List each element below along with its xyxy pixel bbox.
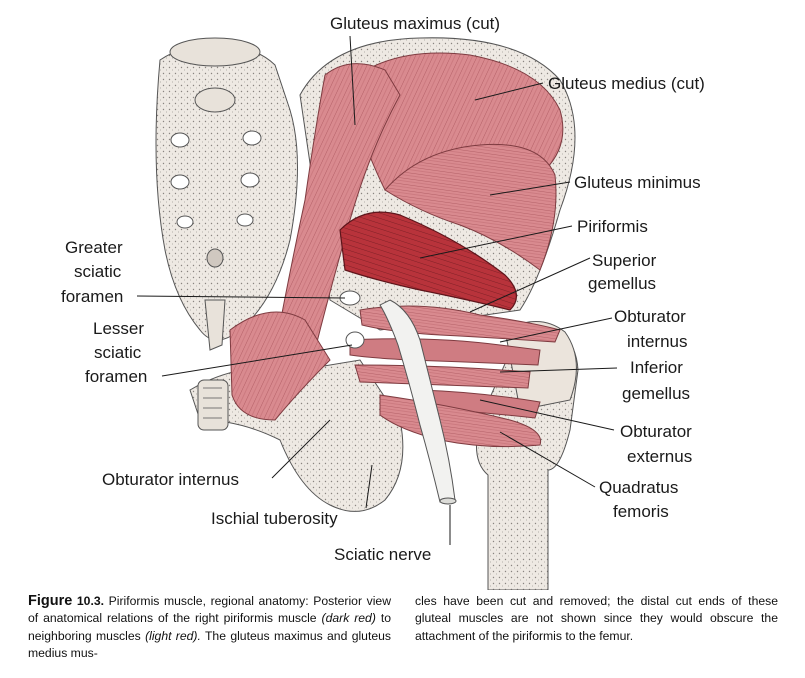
label-greater-sciatic-foramen: Greater sciatic foramen (61, 238, 127, 306)
label-superior-gemellus: Superior gemellus (588, 251, 661, 293)
ischial-bone-fragment (197, 379, 229, 431)
caption-text-right: cles have been cut and removed; the dist… (415, 594, 778, 643)
label-gluteus-medius-cut: Gluteus medius (cut) (548, 74, 705, 93)
label-greater-sciatic-foramen-line-1: Greater (65, 238, 123, 257)
sacrum (155, 37, 298, 351)
label-inferior-gemellus: Inferior gemellus (622, 358, 690, 403)
label-gluteus-maximus-cut: Gluteus maximus (cut) (330, 14, 500, 33)
caption-figure-number: 10.3. (76, 594, 105, 608)
label-obturator-externus-line-1: Obturator (620, 422, 692, 441)
leader-lines (136, 35, 618, 545)
caption-left-column: Figure 10.3. Piriformis muscle, regional… (28, 593, 391, 662)
caption-text-1: Piriformis muscle, regional anatomy: Pos… (28, 594, 391, 626)
caption-text-3: The gluteus maximus and gluteus medius m… (28, 628, 391, 660)
caption-light-red: (light red). (145, 628, 201, 643)
label-obturator-internus-left: Obturator internus (102, 470, 239, 489)
label-greater-sciatic-foramen-line-2: sciatic (74, 262, 122, 281)
label-quadratus-femoris: Quadratus femoris (599, 478, 683, 521)
caption-figure-word: Figure (28, 593, 73, 609)
label-obturator-externus: Obturator externus (620, 422, 697, 466)
label-superior-gemellus-line-2: gemellus (588, 274, 656, 293)
label-sciatic-nerve: Sciatic nerve (334, 545, 431, 564)
caption-text-2: to neighboring muscles (28, 611, 392, 643)
label-lesser-sciatic-foramen-line-1: Lesser (93, 319, 144, 338)
label-quadratus-femoris-line-1: Quadratus (599, 478, 678, 497)
label-superior-gemellus-line-1: Superior (592, 251, 657, 270)
label-inferior-gemellus-line-1: Inferior (630, 358, 683, 377)
label-obturator-internus-right-line-1: Obturator (614, 307, 686, 326)
lesser-sciatic-foramen (345, 331, 365, 349)
label-obturator-externus-line-2: externus (627, 447, 692, 466)
caption-dark-red: (dark red) (321, 611, 376, 626)
caption-right-column: cles have been cut and removed; the dist… (415, 593, 778, 645)
label-ischial-tuberosity: Ischial tuberosity (211, 509, 338, 528)
label-lesser-sciatic-foramen-line-3: foramen (85, 367, 147, 386)
label-greater-sciatic-foramen-line-3: foramen (61, 287, 123, 306)
label-piriformis: Piriformis (577, 217, 648, 236)
lower-gluteal-muscle (229, 311, 331, 421)
label-gluteus-minimus: Gluteus minimus (574, 173, 701, 192)
label-obturator-internus-right: Obturator internus (614, 307, 691, 351)
anatomy-illustration: Gluteus maximus (cut) Gluteus medius (cu… (61, 14, 705, 590)
figure-caption: Figure 10.3. Piriformis muscle, regional… (28, 593, 780, 673)
label-quadratus-femoris-line-2: femoris (613, 502, 669, 521)
label-obturator-internus-right-line-2: internus (627, 332, 687, 351)
label-inferior-gemellus-line-2: gemellus (622, 384, 690, 403)
label-lesser-sciatic-foramen: Lesser sciatic foramen (85, 319, 149, 386)
label-lesser-sciatic-foramen-line-2: sciatic (94, 343, 142, 362)
obturator-internus-muscle (349, 338, 541, 366)
